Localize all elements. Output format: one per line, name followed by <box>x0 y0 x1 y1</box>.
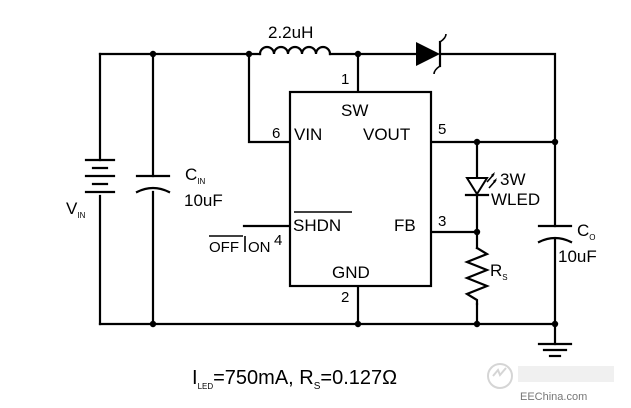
ic-vout-label: VOUT <box>363 125 410 144</box>
input-battery: VIN <box>66 158 116 220</box>
cin-plate-bottom <box>135 186 171 194</box>
rs-label: RS <box>490 261 508 282</box>
pin-number-sw: 1 <box>341 71 349 88</box>
junction-dot <box>551 320 559 328</box>
white-led: 3W WLED <box>464 170 540 209</box>
diode-triangle <box>416 42 440 66</box>
junction-dot <box>354 50 362 58</box>
inductor: 2.2uH <box>258 23 332 56</box>
co-label: CO <box>577 221 596 242</box>
junction-dot <box>354 320 362 328</box>
rs-zigzag <box>464 246 490 306</box>
cin-value: 10uF <box>184 191 223 210</box>
led-power-label: 3W <box>500 170 526 189</box>
led-emission-arrowhead <box>493 178 497 183</box>
shutdown-control: OFF ON <box>209 235 271 256</box>
pin-number-gnd: 2 <box>341 289 349 306</box>
ic-chip: SW VIN VOUT SHDN FB GND 1 6 5 3 4 2 <box>272 71 446 306</box>
pin-number-vin: 6 <box>272 125 280 142</box>
on-label: ON <box>248 239 271 256</box>
pin-number-vout: 5 <box>438 121 446 138</box>
sense-resistor: RS <box>464 246 508 306</box>
junction-dot <box>473 228 481 236</box>
inductor-coil <box>258 45 332 56</box>
wire-vin <box>247 52 292 144</box>
ic-sw-label: SW <box>341 101 368 120</box>
ic-vin-label: VIN <box>294 125 322 144</box>
output-capacitor: CO 10uF <box>537 221 597 266</box>
junction-dot <box>245 50 253 58</box>
co-value: 10uF <box>558 247 597 266</box>
watermark-logo <box>487 363 614 389</box>
ic-gnd-label: GND <box>332 263 370 282</box>
junction-dot <box>551 138 559 146</box>
watermark-logo-icon <box>487 363 513 389</box>
cin-label: CIN <box>185 165 206 186</box>
wire-output-rail <box>438 52 557 228</box>
led-triangle <box>465 177 489 196</box>
junction-dot <box>473 320 481 328</box>
led-type-label: WLED <box>491 190 540 209</box>
led-current-formula: ILED=750mA, RS=0.127Ω <box>192 367 397 392</box>
ic-shdn-label: SHDN <box>293 216 341 235</box>
inductor-value: 2.2uH <box>268 23 313 42</box>
diode-schottky-hook <box>433 65 441 75</box>
off-label: OFF <box>209 239 239 256</box>
junction-dot <box>473 138 481 146</box>
source-label: VIN <box>66 199 86 220</box>
watermark-logo-icon <box>492 367 507 377</box>
junction-dot <box>149 50 157 58</box>
junction-dots <box>149 50 559 328</box>
input-capacitor: CIN 10uF <box>135 165 223 210</box>
schottky-diode <box>416 33 447 75</box>
diode-schottky-hook <box>439 33 447 43</box>
pin-number-shdn: 4 <box>274 232 282 249</box>
ground-symbol <box>537 342 573 358</box>
ic-body <box>288 90 433 288</box>
junction-dot <box>149 320 157 328</box>
co-plate-bottom <box>537 236 573 244</box>
pin-number-fb: 3 <box>438 213 446 230</box>
ic-fb-label: FB <box>394 216 416 235</box>
led-emission-arrowhead <box>491 172 495 177</box>
watermark-cjk-text <box>518 366 614 382</box>
watermark-site: EEChina.com <box>520 391 587 403</box>
